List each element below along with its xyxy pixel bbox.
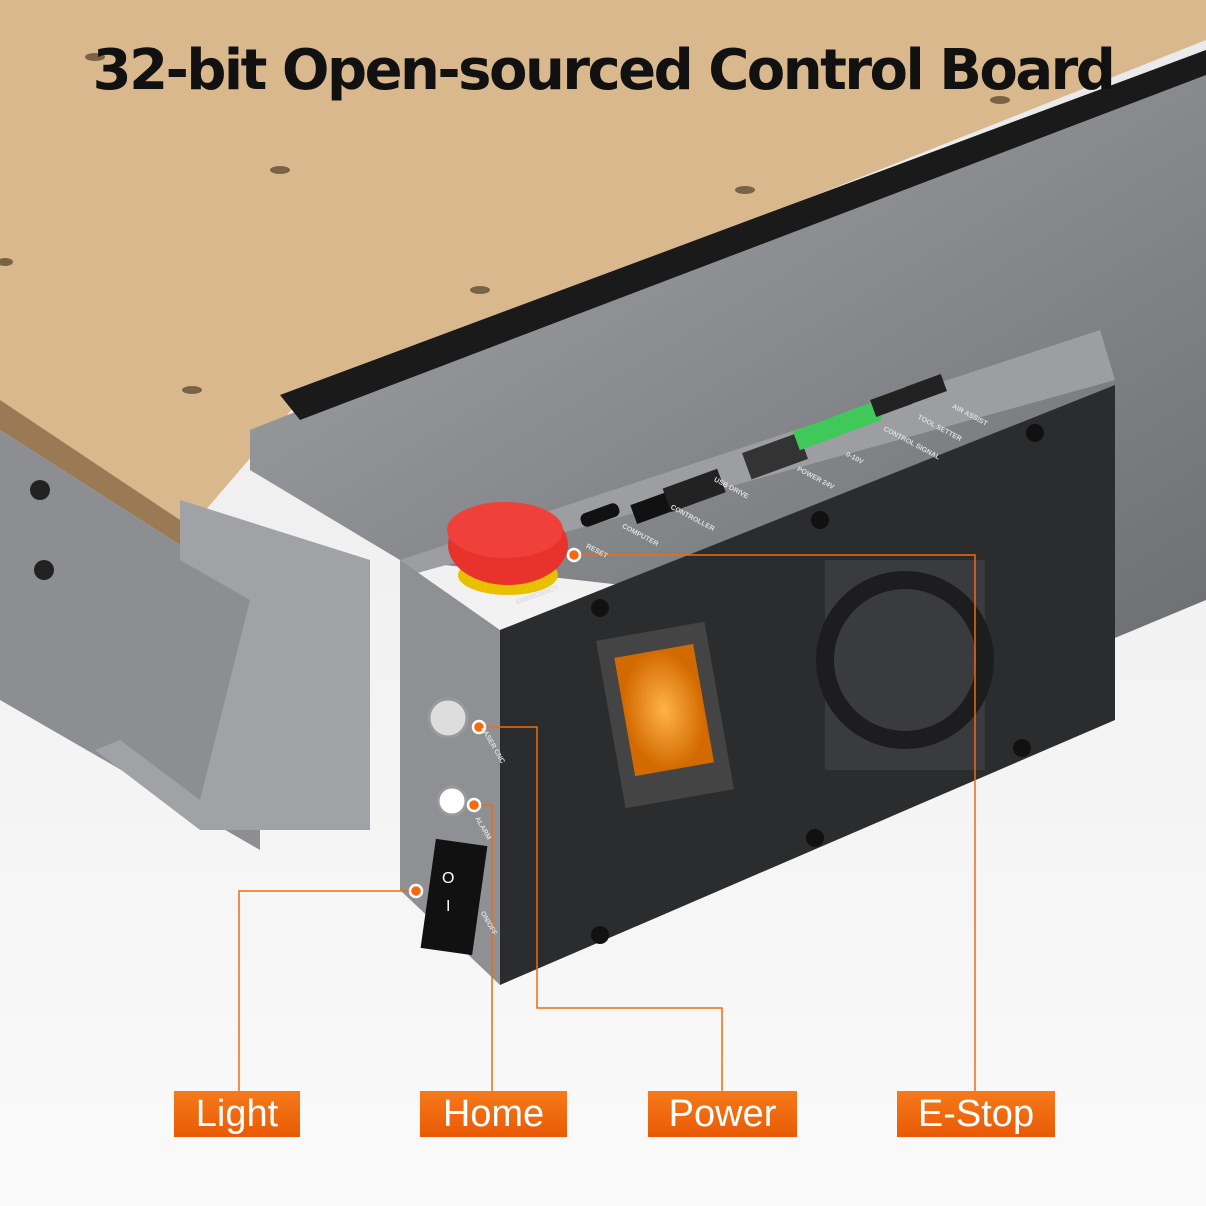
controller-front <box>500 385 1115 985</box>
switch-off-mark: O <box>442 870 455 887</box>
callout-dots <box>408 547 582 899</box>
callout-light: Light <box>174 1091 300 1137</box>
leader-lines <box>238 554 976 1091</box>
ports <box>580 374 947 527</box>
callout-power: Power <box>648 1091 797 1137</box>
fan <box>816 571 994 749</box>
callout-home: Home <box>420 1091 567 1137</box>
bracket <box>95 500 370 830</box>
alarm-light <box>436 785 468 817</box>
laser-cnc-button <box>427 697 469 739</box>
spoilboard <box>0 0 1206 540</box>
cpu-chip <box>614 644 714 777</box>
callout-estop: E-Stop <box>897 1091 1055 1137</box>
switch-on-mark: I <box>446 898 451 915</box>
power-switch <box>420 838 488 956</box>
estop-button <box>447 502 568 595</box>
page-title: 32-bit Open-sourced Control Board <box>92 38 1116 103</box>
board-holes <box>0 53 1010 394</box>
